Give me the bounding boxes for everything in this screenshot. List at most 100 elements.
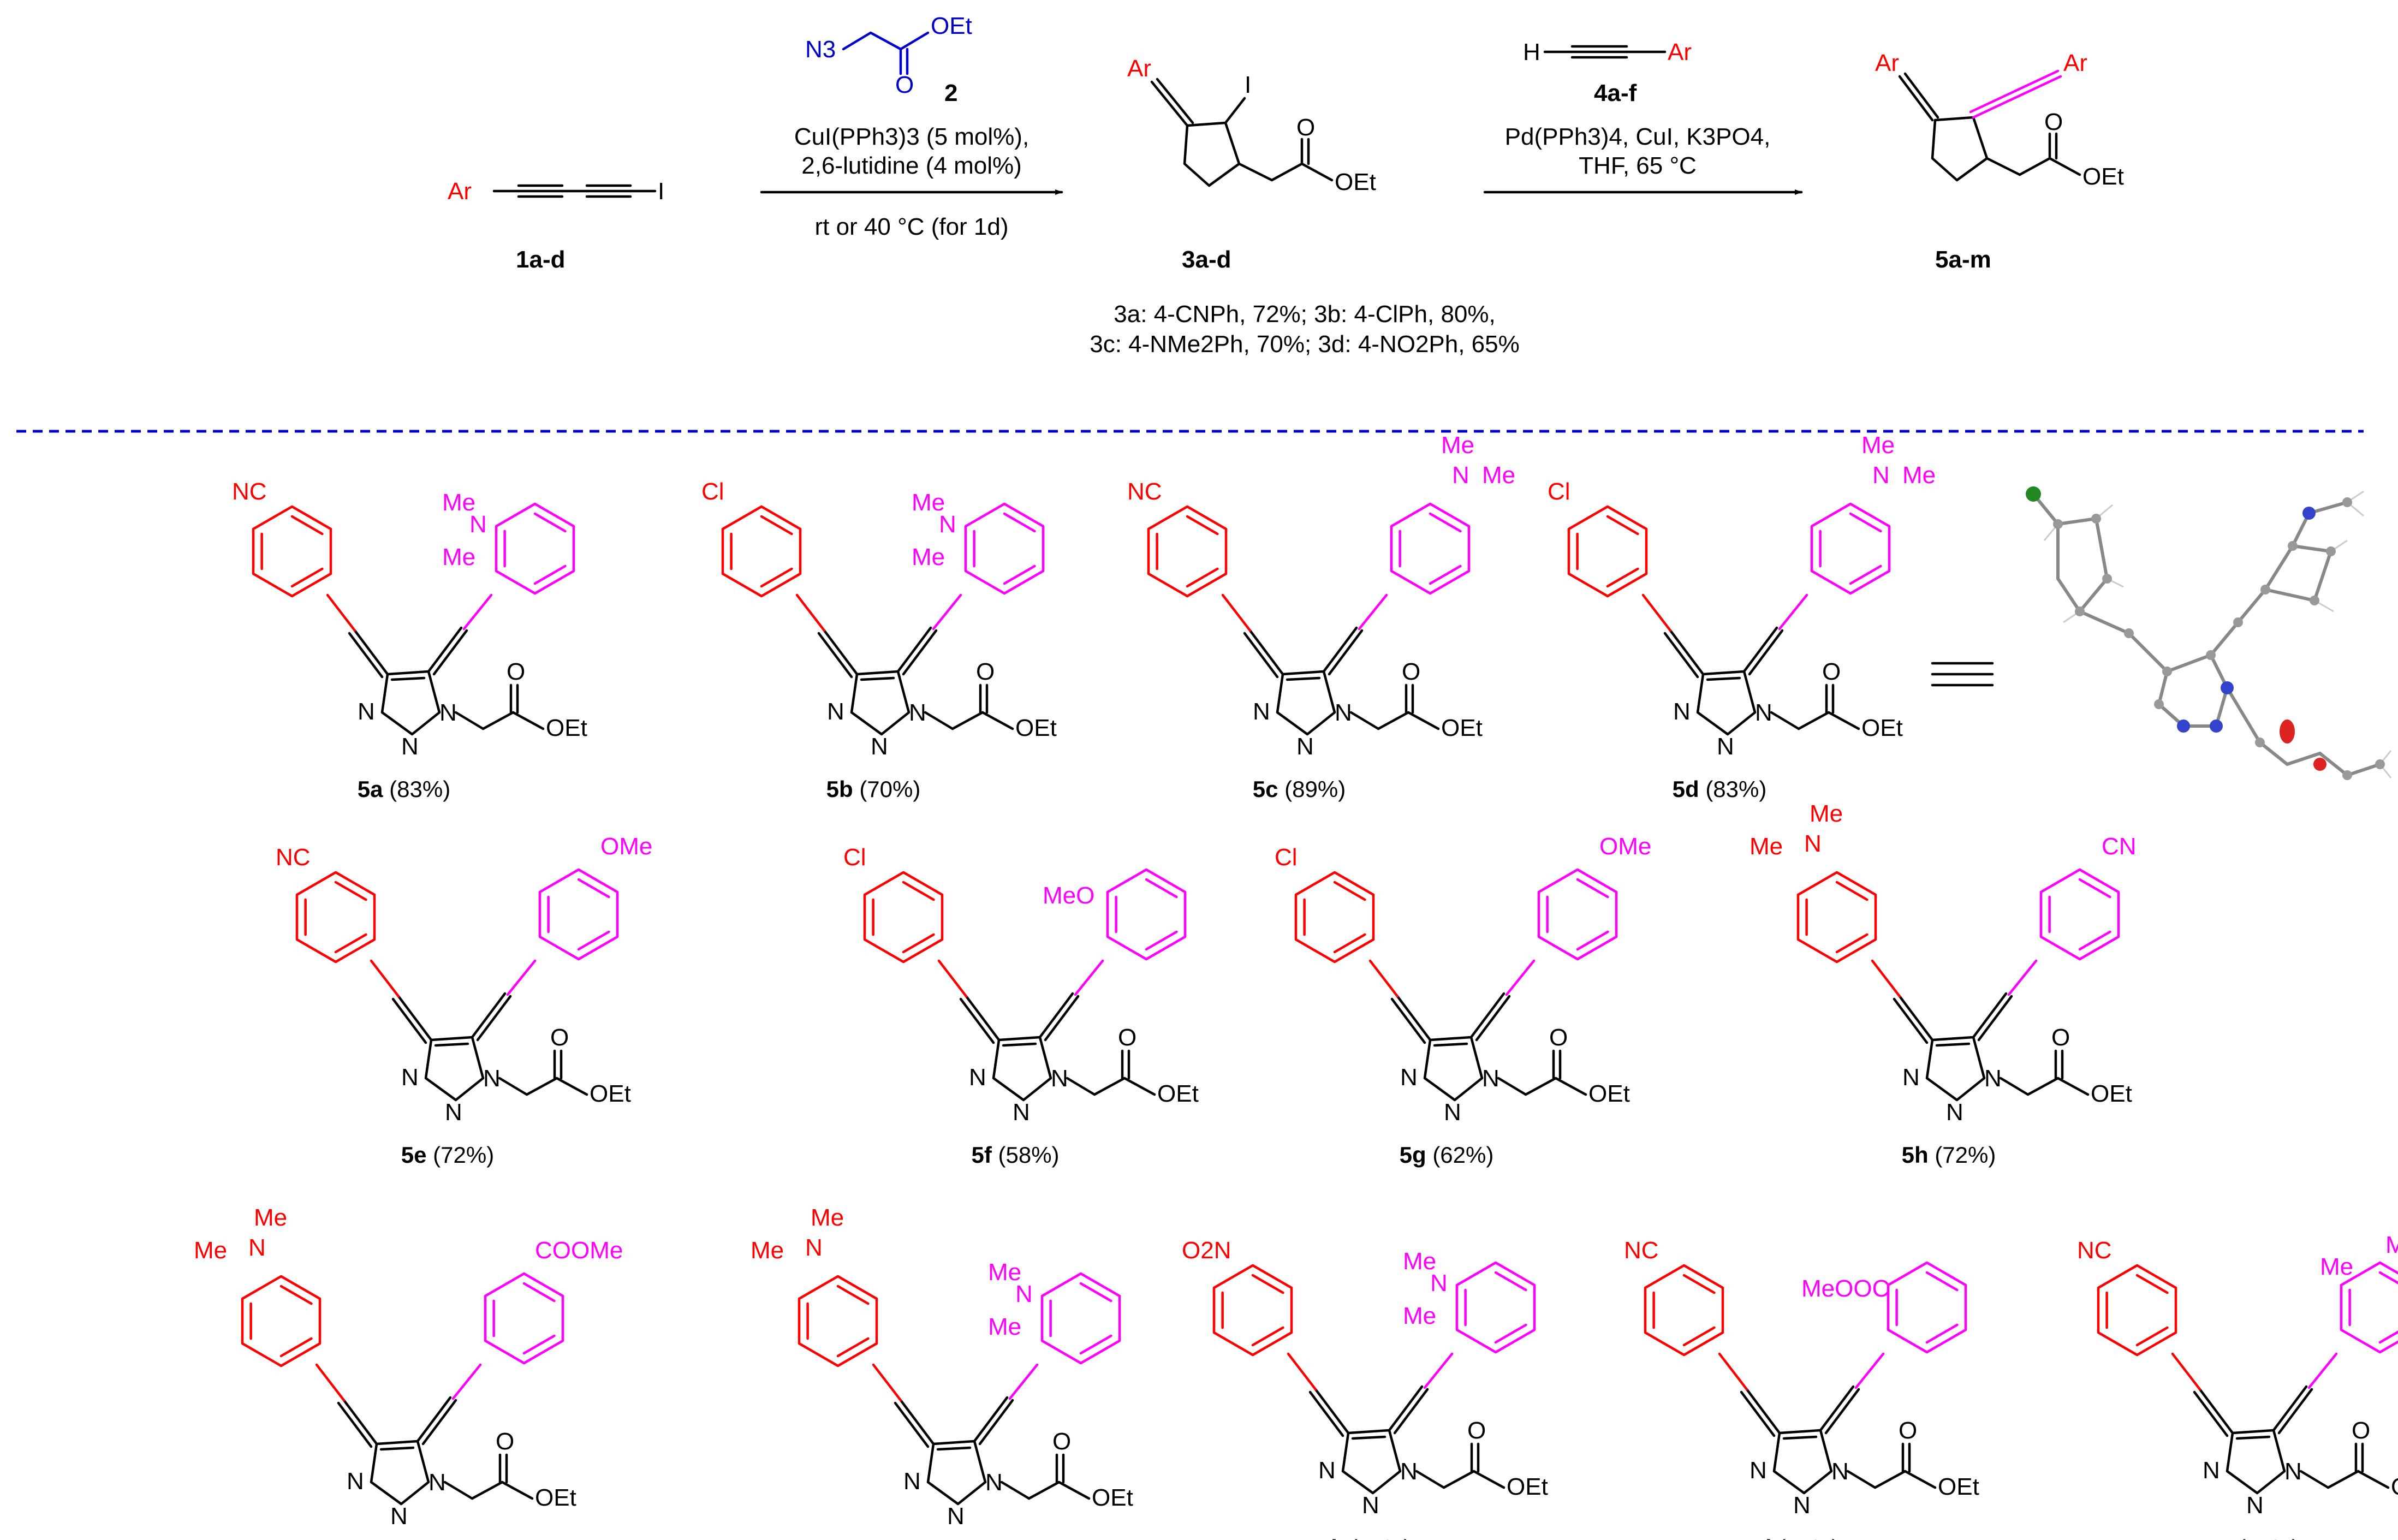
triazole-n3-label: N [1902,1064,1920,1091]
intermediate-id: 3a-d [1182,246,1231,273]
compound-yield: (66%) [1772,1535,1840,1540]
compound-5m: NNNOOEtNCMeMeMeN5m (76%) [2077,1232,2398,1540]
substrate-id: 1a-d [516,246,565,273]
triazole-n1-label: N [909,699,926,726]
aryl1-methyl-label: Me [194,1237,227,1264]
triazole-n2-label: N [445,1099,462,1126]
triazole-n3-label: N [401,1064,419,1091]
alkyne-id: 4a-f [1594,80,1637,106]
compound-yield: (62%) [1426,1142,1494,1168]
alkyne-ar-label: Ar [1668,39,1692,66]
compound-5i: NNNOOEtMeNMeCOOMe5i (65%) [194,1204,623,1530]
ester-o-label: O [2051,1024,2070,1051]
compound-caption: 5e (72%) [401,1142,494,1168]
compound-id: 5d [1673,776,1699,802]
triazole-n1-label: N [429,1469,446,1496]
intermediate-3: Ar I O OEt 3a-d 3a: 4-CNPh, 72%; 3b: 4-C… [1090,55,1520,358]
aryl2-amine-n-label: N [1430,1270,1448,1297]
intermediate-iodine-label: I [1245,72,1251,98]
aryl1-nitrile-label: NC [2077,1237,2112,1264]
aryl2-amine-n-label: N [1872,462,1890,489]
triazole-n1-label: N [1335,699,1352,726]
aryl2-methyl2-label: Me [988,1313,1021,1340]
triazole-n3-label: N [1750,1457,1767,1484]
intermediate-yields-line1: 3a: 4-CNPh, 72%; 3b: 4-ClPh, 80%, [1114,301,1495,328]
reagent-2: N3 OEt O 2 [805,13,972,106]
aryl2-methyl-label: Me [1861,432,1895,459]
compound-5j: NNNOOEtMeNMeMeNMe5j (72%) [751,1204,1133,1530]
step1-condition-2: 2,6-lutidine (4 mol%) [801,152,1022,179]
compound-caption: 5g (62%) [1400,1142,1494,1168]
reagent-oet-label: OEt [931,13,972,39]
aryl2-methyl-label: Me [988,1259,1021,1286]
aryl1-methyl2-label: Me [254,1204,287,1231]
compound-id: 5g [1400,1142,1426,1168]
step2-condition-1: Pd(PPh3)4, CuI, K3PO4, [1505,123,1771,150]
aryl2-methyl2-label: Me [1902,462,1936,489]
ester-o-label: O [1899,1417,1917,1444]
triazole-n2-label: N [1296,733,1314,760]
pyrazole-methyl1-label: Me [2320,1253,2353,1280]
triazole-n3-label: N [1318,1457,1336,1484]
ester-oet-label: OEt [2091,1080,2132,1107]
triazole-n1-label: N [2284,1458,2302,1485]
step1-arrow: CuI(PPh3)3 (5 mol%), 2,6-lutidine (4 mol… [760,123,1063,240]
triazole-n3-label: N [903,1468,921,1495]
triazole-n1-label: N [1400,1458,1418,1485]
aryl2-methyl2-label: Me [912,544,945,570]
compound-id: 5a [358,776,383,802]
substrate-iodine-label: I [658,178,664,205]
aryl2-methyl2-label: Me [442,544,475,570]
compound-yield: (89%) [1278,776,1346,802]
triazole-n3-label: N [969,1064,986,1091]
aryl2-methoxy-label: OMe [600,833,652,860]
compound-yield: (58%) [992,1142,1060,1168]
triazole-n3-label: N [358,698,375,725]
aryl2-methyl2-label: Me [1403,1303,1436,1329]
triazole-n1-label: N [1755,699,1772,726]
product-id: 5a-m [1935,246,1991,273]
reagent-n3-label: N3 [805,36,836,63]
aryl2-ester-label: MeOOC [1801,1275,1889,1302]
triazole-n2-label: N [1793,1492,1811,1519]
triazole-n2-label: N [390,1503,408,1530]
ester-o-label: O [1052,1428,1071,1455]
ester-o-label: O [1467,1417,1486,1444]
aryl1-amine-n-label: N [805,1234,823,1261]
aryl1-nitrile-label: NC [232,478,267,505]
triazole-n3-label: N [1673,698,1691,725]
ester-o-label: O [507,658,525,685]
aryl1-chloro-label: Cl [701,478,724,505]
aryl2-methyl-label: Me [442,489,475,516]
triazole-n3-label: N [1253,698,1270,725]
aryl1-amine-n-label: N [1804,830,1822,857]
compound-yield: (72%) [1344,1535,1412,1540]
intermediate-ar-label: Ar [1127,55,1151,82]
compound-caption: 5m (76%) [2199,1535,2299,1540]
ester-o-label: O [2352,1417,2370,1444]
ester-o-label: O [976,658,995,685]
equivalence-sign [1931,662,1994,687]
triazole-n2-label: N [1946,1099,1963,1126]
compound-caption: 5h (72%) [1902,1142,1996,1168]
substrate-ar-label: Ar [448,178,472,205]
product-oet-label: OEt [2082,163,2124,190]
aryl2-amine-n-label: N [939,511,956,538]
triazole-n2-label: N [871,733,888,760]
xray-structure [2026,486,2392,780]
aryl1-nitrile-label: NC [276,844,311,871]
alkyne-4: H Ar 4a-f [1523,39,1692,106]
ester-oet-label: OEt [535,1484,576,1511]
reagent-o-label: O [895,72,914,98]
triazole-n3-label: N [2203,1457,2220,1484]
aryl2-methyl2-label: Me [1482,462,1515,489]
aryl2-methyl-label: Me [912,489,945,516]
triazole-n3-label: N [827,698,844,725]
